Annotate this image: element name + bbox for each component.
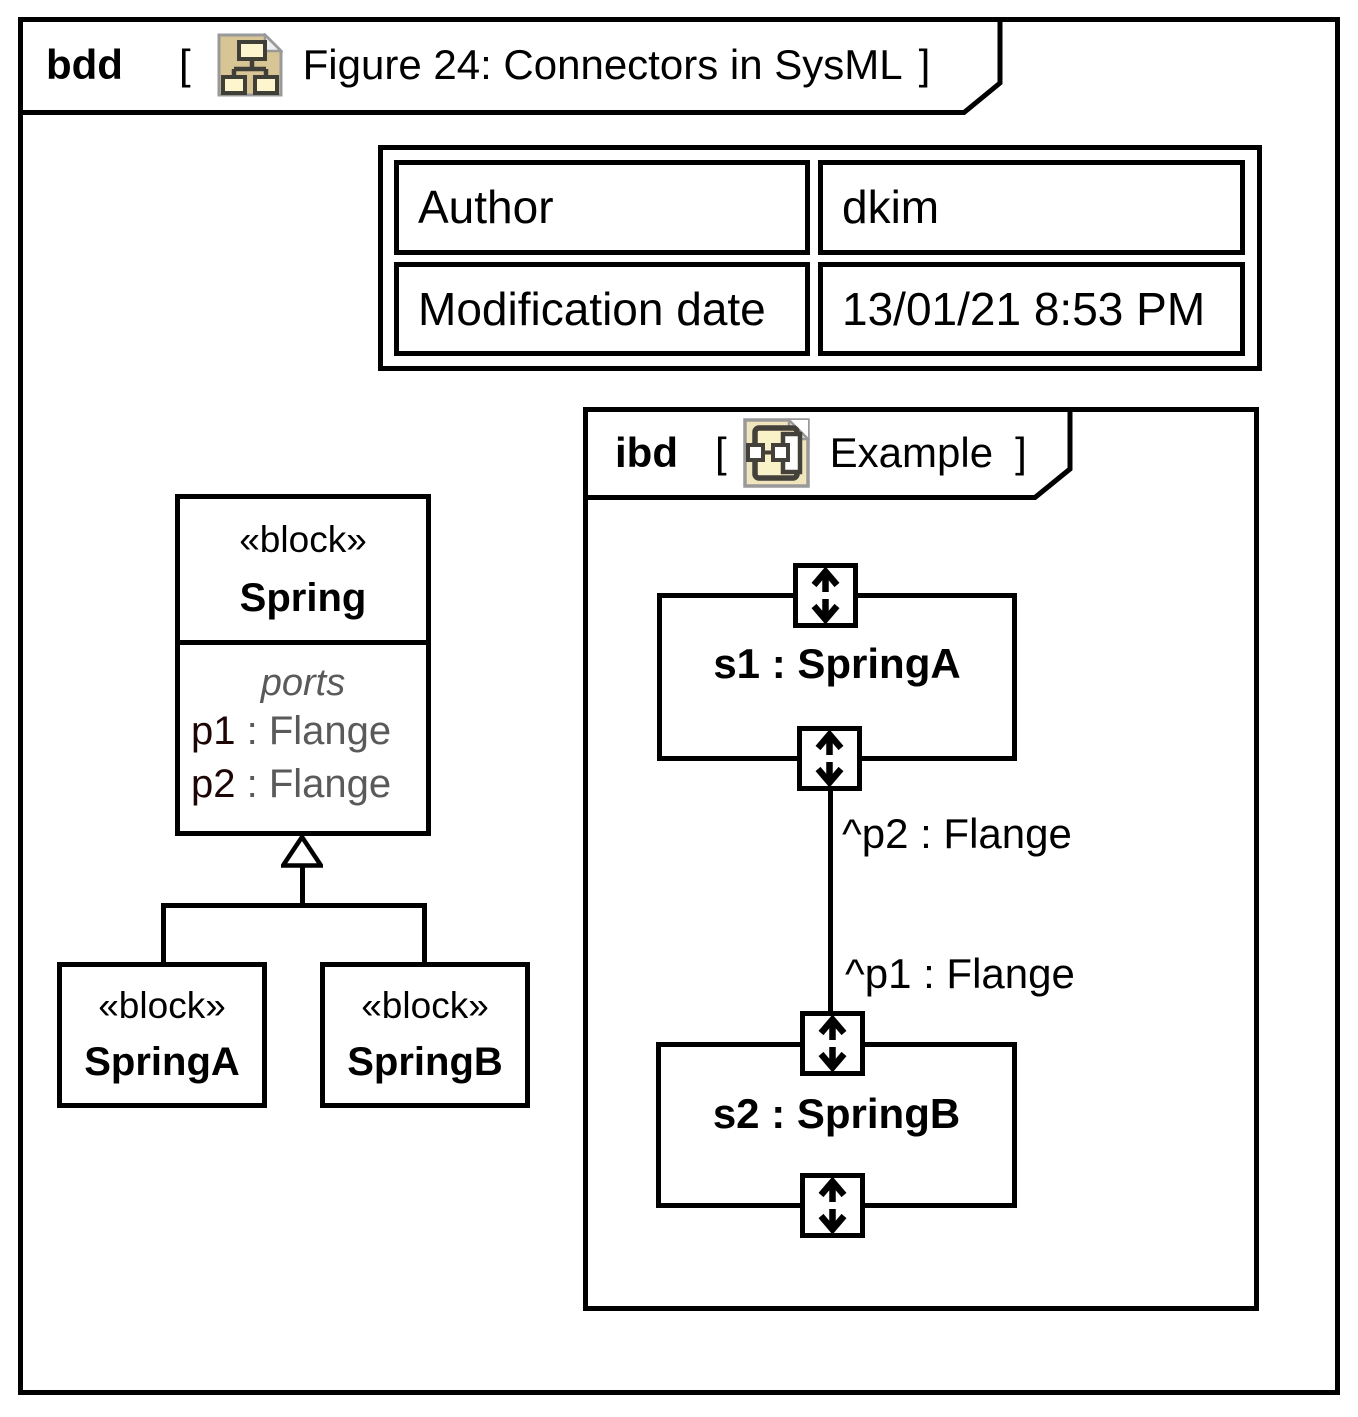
spring-port-p1: p1 : Flange: [191, 709, 392, 753]
spring-name: Spring: [239, 575, 367, 620]
spring-a-name: SpringA: [84, 1040, 240, 1084]
bdd-close-bracket: ]: [918, 41, 931, 88]
author-value: dkim: [842, 181, 940, 234]
generalization-branch-line[interactable]: [161, 903, 427, 908]
connector-line[interactable]: [828, 790, 833, 1012]
ibd-frame-tab[interactable]: [583, 407, 1075, 502]
bdd-open-bracket: [: [178, 41, 191, 88]
generalization-right-line[interactable]: [422, 903, 427, 962]
generalization-left-line[interactable]: [161, 903, 166, 962]
port-icon-s2-top[interactable]: [800, 1011, 865, 1076]
spring-b-stereotype: «block»: [361, 985, 489, 1026]
ibd-close-bracket: ]: [1015, 429, 1027, 476]
spring-ports-compartment: ports p1 : Flange p2 : Flange: [180, 645, 426, 811]
info-cell-author-label[interactable]: Author: [394, 160, 810, 255]
connector-end-p2-label: ^p2 : Flange: [842, 810, 1072, 857]
connector-end-p1-label: ^p1 : Flange: [845, 950, 1075, 997]
spring-block[interactable]: «block» Spring ports p1 : Flange p2 : Fl…: [175, 494, 431, 836]
port-icon-s1-top[interactable]: [793, 563, 858, 628]
modification-date-value: 13/01/21 8:53 PM: [842, 282, 1206, 335]
author-label: Author: [418, 181, 554, 234]
ibd-kind-label: ibd: [615, 429, 678, 476]
bdd-kind-label: bdd: [46, 41, 123, 88]
ibd-title: Example: [829, 429, 994, 476]
ports-compartment-label: ports: [260, 662, 346, 704]
generalization-arrowhead[interactable]: [281, 835, 323, 868]
part-s2[interactable]: s2 : SpringB: [656, 1042, 1017, 1208]
diagram-info-table[interactable]: Author dkim Modification date 13/01/21 8…: [378, 145, 1262, 371]
bdd-frame-header: bdd [ Figure 24: Connectors in SysML ]: [46, 17, 930, 113]
spring-block-header: «block» Spring: [180, 499, 426, 645]
ibd-diagram-icon: [742, 418, 810, 488]
bdd-title: Figure 24: Connectors in SysML: [302, 41, 903, 88]
modification-date-label: Modification date: [418, 282, 766, 335]
spring-a-stereotype: «block»: [98, 985, 226, 1026]
port-icon-s1-bottom[interactable]: [797, 726, 862, 791]
part-s1-label: s1 : SpringA: [713, 640, 961, 687]
spring-b-name: SpringB: [347, 1040, 503, 1084]
info-cell-moddate-value[interactable]: 13/01/21 8:53 PM: [818, 261, 1245, 356]
spring-b-block[interactable]: «block» SpringB: [320, 962, 530, 1108]
ibd-open-bracket: [: [714, 429, 727, 476]
part-s2-label: s2 : SpringB: [712, 1090, 961, 1137]
generalization-stem-line[interactable]: [300, 866, 305, 905]
bdd-diagram-icon: [217, 33, 283, 97]
info-cell-author-value[interactable]: dkim: [818, 160, 1245, 255]
spring-stereotype: «block»: [239, 518, 367, 560]
info-cell-moddate-label[interactable]: Modification date: [394, 261, 810, 356]
spring-a-block[interactable]: «block» SpringA: [57, 962, 267, 1108]
spring-port-p2: p2 : Flange: [191, 762, 392, 806]
port-icon-s2-bottom[interactable]: [800, 1173, 865, 1238]
ibd-frame-header: ibd [ Example ]: [615, 407, 1027, 499]
